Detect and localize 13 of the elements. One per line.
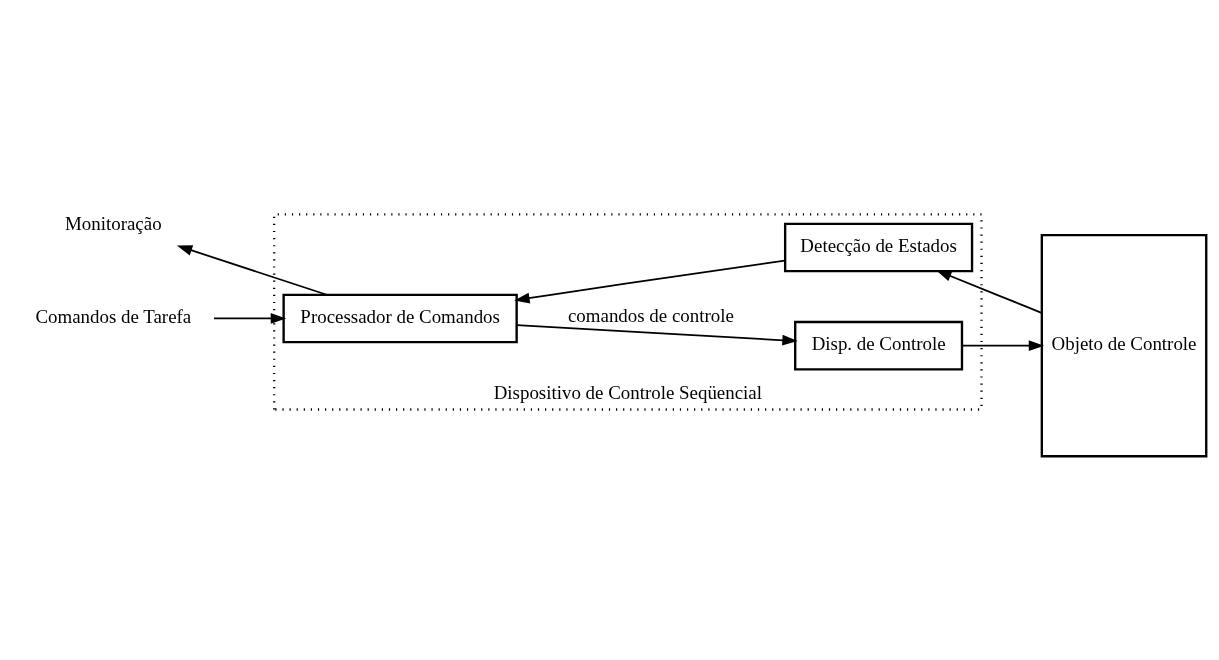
node-box: Disp. de Controle bbox=[794, 320, 964, 371]
arrow bbox=[516, 324, 798, 346]
arrow bbox=[514, 259, 786, 304]
node-box: Processador de Comandos bbox=[282, 293, 518, 344]
arrow bbox=[936, 270, 1043, 314]
node-text: Comandos de Tarefa bbox=[35, 305, 192, 327]
arrow bbox=[176, 245, 328, 296]
node-box: Detecção de Estados bbox=[783, 222, 974, 273]
arrow bbox=[961, 340, 1045, 352]
node-box: Objeto de Controle bbox=[1040, 233, 1208, 458]
arrow bbox=[213, 313, 287, 324]
node-text: Monitoração bbox=[64, 212, 162, 234]
edge-label: comandos de controle bbox=[567, 304, 734, 326]
